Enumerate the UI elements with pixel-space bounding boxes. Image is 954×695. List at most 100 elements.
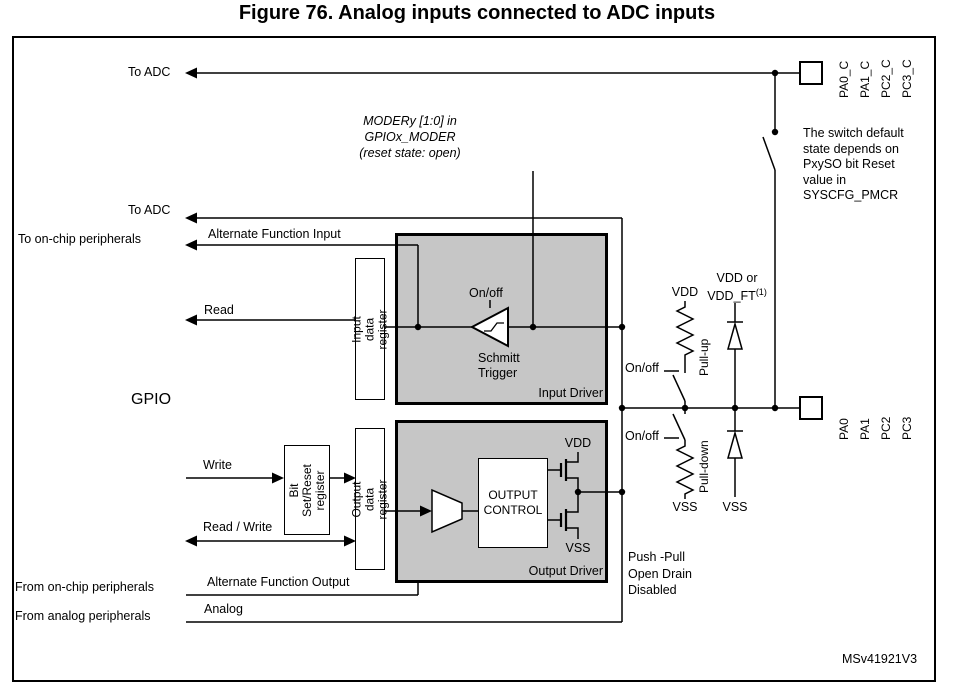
- dot: [618, 323, 626, 331]
- nmos-drain-lead: [566, 492, 579, 513]
- dot: [731, 404, 739, 412]
- arrow-left: [185, 314, 197, 326]
- input-driver-label: Input Driver: [538, 386, 603, 400]
- alt-func-output-label: Alternate Function Output: [207, 575, 350, 589]
- to-adc-mid-label: To ADC: [128, 203, 171, 217]
- pullup-switch-blade: [672, 374, 686, 402]
- arrow-right: [344, 472, 356, 484]
- to-adc-top-label: To ADC: [128, 65, 171, 79]
- write-label: Write: [203, 458, 232, 472]
- schmitt-triangle: [469, 306, 509, 348]
- diode-bottom-triangle: [727, 430, 743, 459]
- arrow-left: [185, 239, 197, 251]
- dot: [771, 69, 779, 77]
- to-onchip-peripherals-label: To on-chip peripherals: [18, 232, 141, 246]
- pad-pa0c-square: [799, 61, 823, 85]
- input-driver-box: [395, 233, 608, 405]
- pad-label-pa0c: PA0_C: [837, 60, 851, 98]
- hysteresis-icon: [484, 322, 504, 332]
- dot: [618, 488, 626, 496]
- output-control-label: OUTPUT CONTROL: [483, 488, 543, 517]
- pulldown-onoff-label: On/off: [625, 429, 659, 443]
- pad-label-pc3: PC3: [900, 416, 914, 440]
- pull-up-label: Pull-up: [697, 338, 711, 376]
- bit-set-reset-register-box: Bit Set/Reset register: [284, 445, 330, 535]
- arrow-left: [185, 67, 197, 79]
- analog-switch: [762, 136, 776, 171]
- pad-label-pa1: PA1: [858, 418, 872, 440]
- dot: [771, 128, 779, 136]
- alt-func-input-label: Alternate Function Input: [208, 227, 341, 241]
- signal-wires: [186, 72, 799, 623]
- pull-down-label: Pull-down: [697, 440, 711, 493]
- vss-mosfet-label: VSS: [565, 541, 591, 555]
- switch-default-note: The switch default state depends on PxyS…: [803, 126, 904, 202]
- vss-pulldown-label: VSS: [672, 500, 698, 514]
- schmitt-onoff-label: On/off: [469, 286, 503, 300]
- vdd-ft-label: VDD_FT(1): [701, 285, 773, 303]
- input-data-register-label: Input data register: [349, 308, 390, 350]
- pullup-branch: [664, 301, 695, 408]
- mux-shape: [431, 488, 463, 534]
- arrowheads: [185, 67, 432, 547]
- from-onchip-peripherals-label: From on-chip peripherals: [15, 580, 154, 594]
- pulldown-switch-blade: [672, 413, 686, 441]
- vdd-pullup-label: VDD: [671, 285, 699, 299]
- gpio-label: GPIO: [131, 391, 172, 408]
- figure-frame: [12, 36, 936, 682]
- pad-label-pc2c: PC2_C: [879, 59, 893, 98]
- nmos-source-lead: [566, 527, 579, 539]
- dot: [618, 404, 626, 412]
- pmos-transistor: [548, 452, 579, 492]
- output-control-box: OUTPUT CONTROL: [478, 458, 548, 548]
- moder-note: MODERy [1:0] in GPIOx_MODER (reset state…: [359, 114, 461, 160]
- arrow-right: [344, 535, 356, 547]
- protection-diode-top: [727, 303, 743, 408]
- dot: [681, 404, 689, 412]
- protection-diode-bottom: [727, 408, 743, 497]
- figure-watermark: MSv41921V3: [842, 652, 918, 666]
- pad-label-pc2: PC2: [879, 416, 893, 440]
- nmos-transistor: [548, 492, 579, 539]
- schmitt-trigger-label: Schmitt Trigger: [478, 351, 520, 380]
- diode-top-triangle: [727, 321, 743, 350]
- dot: [529, 323, 537, 331]
- output-mux: [431, 488, 463, 534]
- arrow-left: [185, 535, 197, 547]
- pullup-onoff-label: On/off: [625, 361, 659, 375]
- input-data-register-box: Input data register: [350, 258, 390, 400]
- analog-label: Analog: [204, 602, 243, 616]
- vdd-mosfet-label: VDD: [564, 436, 592, 450]
- junction-dots: [414, 69, 779, 496]
- pad-label-pa1c: PA1_C: [858, 60, 872, 98]
- switch-blade: [762, 136, 776, 171]
- vdd-ft-text: VDD_FT: [707, 289, 756, 304]
- vdd-ft-footnote: (1): [755, 287, 767, 297]
- from-analog-peripherals-label: From analog peripherals: [15, 609, 151, 623]
- arrow-right: [272, 472, 284, 484]
- dot: [771, 404, 779, 412]
- bit-set-reset-register-label: Bit Set/Reset register: [286, 463, 327, 517]
- read-label: Read: [204, 303, 234, 317]
- pad-pa0-square: [799, 396, 823, 420]
- pulldown-resistor: [675, 440, 695, 499]
- pad-label-pc3c: PC3_C: [900, 59, 914, 98]
- dot: [574, 488, 582, 496]
- output-driver-label: Output Driver: [528, 564, 603, 578]
- pmos-source-lead: [566, 452, 579, 463]
- arrow-left: [185, 212, 197, 224]
- schmitt-trigger-symbol: [469, 306, 509, 348]
- pmos-drain-lead: [566, 477, 579, 492]
- dot: [414, 323, 422, 331]
- vss-diode-label: VSS: [722, 500, 748, 514]
- pullup-resistor: [675, 301, 695, 373]
- output-data-register-label: Output data register: [349, 478, 390, 520]
- pad-label-pa0: PA0: [837, 418, 851, 440]
- read-write-label: Read / Write: [203, 520, 273, 534]
- push-pull-note: Push -Pull Open Drain Disabled: [628, 550, 692, 597]
- pulldown-branch: [664, 408, 695, 499]
- figure-title: Figure 76. Analog inputs connected to AD…: [238, 2, 716, 24]
- vdd-or-label: VDD or: [716, 271, 758, 285]
